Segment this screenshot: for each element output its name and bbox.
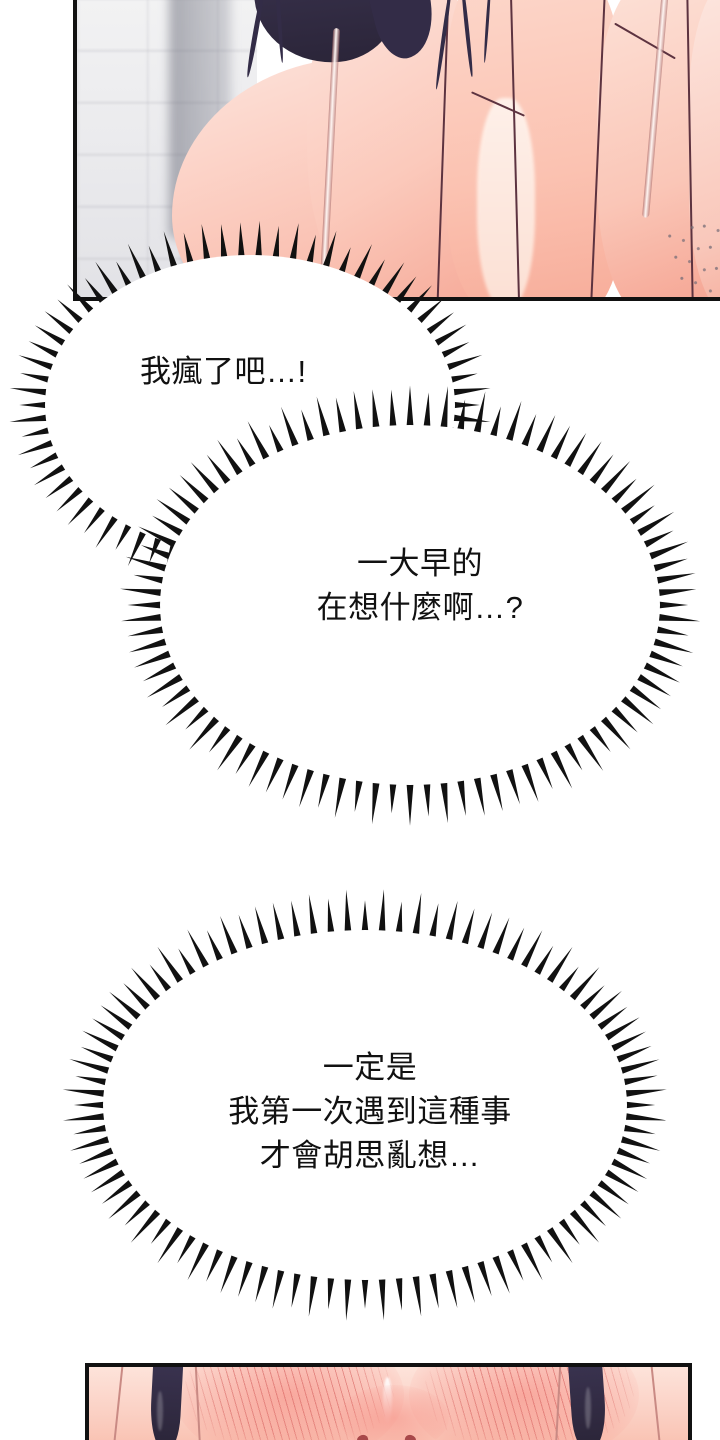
hair-left-highlight (157, 1391, 163, 1431)
top-art-panel (73, 0, 720, 301)
spiky-thought-bubble-2 (110, 385, 710, 826)
bottom-art-panel (85, 1363, 692, 1440)
blush-hatch-left (184, 1367, 394, 1440)
torso-highlight (477, 98, 535, 297)
bubble-1-text: 我瘋了吧…! (140, 354, 307, 389)
bottom-panel-artwork (89, 1367, 688, 1440)
nose-shadow (339, 1385, 449, 1440)
nose-highlight (383, 1377, 392, 1425)
hair-left (148, 1367, 184, 1440)
bubble-3-text: 一定是 我第一次遇到這種事 才會胡思亂想… (228, 1050, 512, 1174)
bubble-2-text: 一大早的 在想什麼啊…? (316, 546, 524, 626)
spiky-thought-bubble-3 (55, 889, 675, 1321)
top-panel-artwork (77, 0, 720, 297)
hair-right-highlight (585, 1387, 591, 1429)
